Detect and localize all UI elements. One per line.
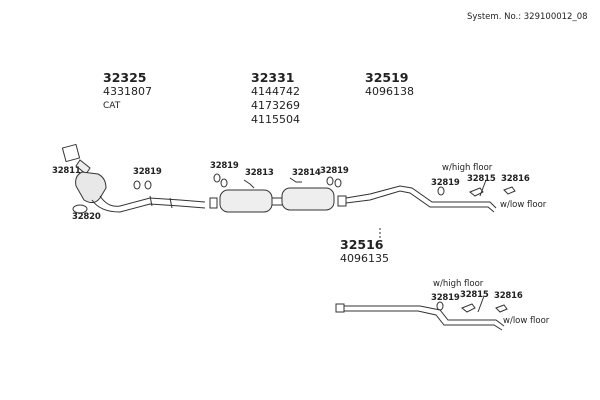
group-code: 32325 [103,70,147,85]
part-note: CAT [103,101,121,111]
label-bracket: 32815 [467,174,496,184]
label-bracket: 32816 [501,174,530,184]
label-high-floor: w/high floor [442,163,493,173]
clamp-32820 [72,204,88,214]
group-32516: 32516 4096135 [340,237,389,266]
front-pipe [119,195,206,213]
hangers-mid [213,173,342,189]
label-low-floor: w/low floor [500,200,547,210]
label-gasket: 32811 [52,166,81,176]
part-number: 4096138 [365,85,414,98]
catalytic-converter [61,143,121,213]
center-muffler [209,187,347,213]
part-number: 4173269 [251,99,300,112]
label-hanger: 32819 [133,167,162,177]
label-hanger: 32819 [210,161,239,171]
label-low-floor: w/low floor [503,316,550,326]
label-high-floor: w/high floor [433,279,484,289]
label-hanger: 32819 [431,178,460,188]
part-number: 4144742 [251,85,300,98]
label-hanger: 32819 [431,293,460,303]
group-32325: 32325 4331807 CAT [103,70,152,113]
part-number: 4331807 [103,85,152,98]
group-code: 32516 [340,237,384,252]
group-32331: 32331 4144742 4173269 4115504 [251,70,300,127]
label-bracket: 32813 [245,168,274,178]
label-bracket: 32815 [460,290,489,300]
group-code: 32331 [251,70,295,85]
group-32519: 32519 4096138 [365,70,414,99]
label-bracket: 32814 [292,168,321,178]
label-bracket: 32816 [494,291,523,301]
part-number: 4096135 [340,252,389,265]
tail-pipe [335,295,508,331]
hangers-front [133,180,152,190]
system-number: System. No.: 329100012_08 [467,12,588,22]
label-hanger: 32819 [320,166,349,176]
rear-pipe [345,185,497,213]
label-clamp: 32820 [72,212,101,222]
rear-hardware [437,179,516,197]
part-number: 4115504 [251,113,300,126]
group-code: 32519 [365,70,409,85]
